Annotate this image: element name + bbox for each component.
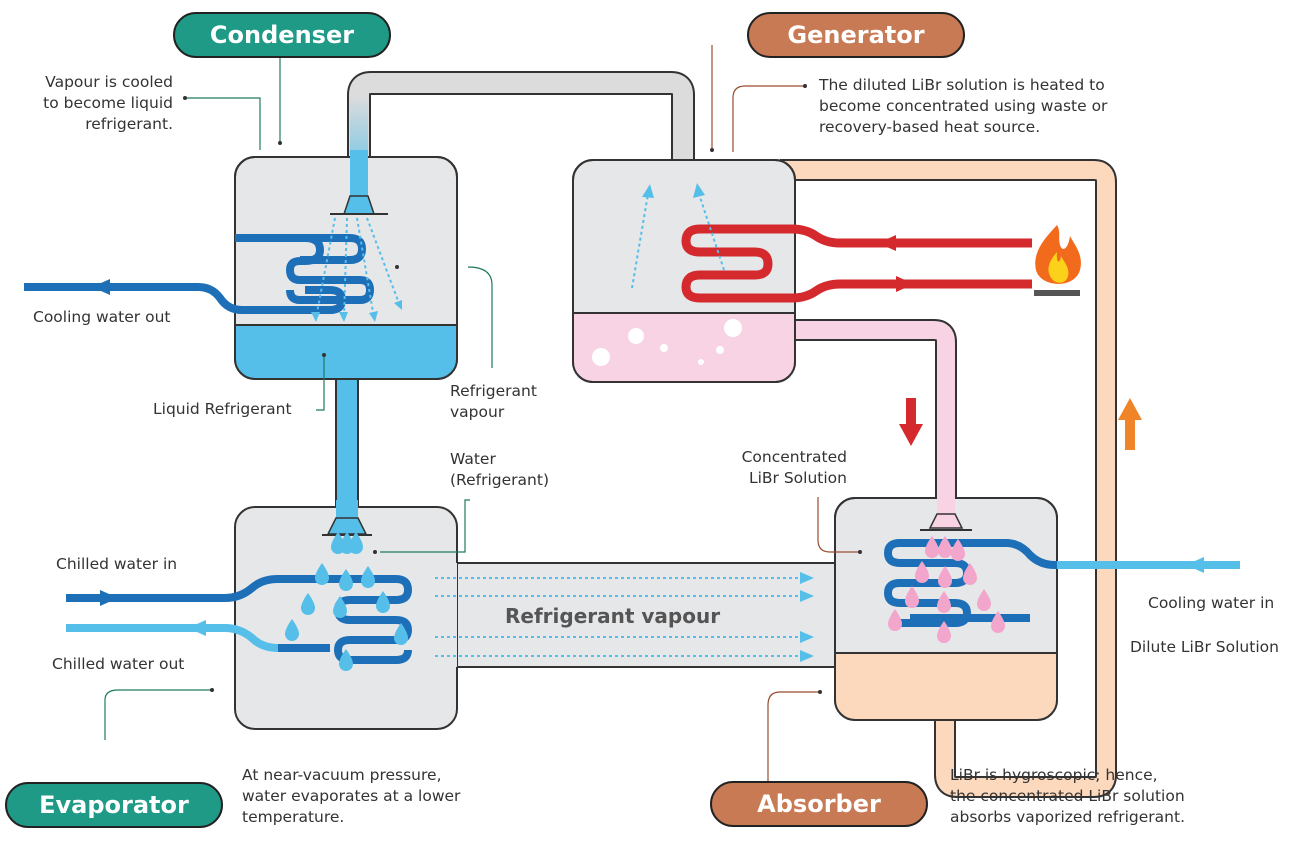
water-refrigerant-label: Water (Refrigerant) (450, 450, 549, 489)
up-arrow-icon (1118, 398, 1142, 450)
generator-title: Generator (747, 12, 965, 58)
generator-vessel (572, 159, 1032, 383)
evaporator-vessel (66, 500, 458, 730)
evaporator-title: Evaporator (5, 782, 223, 828)
absorber-note: LiBr is hygroscopic; hence, the concentr… (950, 766, 1185, 826)
cooling-water-in-label: Cooling water in (1148, 594, 1275, 612)
absorber-vessel (834, 492, 1240, 721)
chilled-water-out-label: Chilled water out (52, 655, 185, 673)
chilled-water-in-label: Chilled water in (56, 555, 178, 573)
condenser-title: Condenser (173, 12, 391, 58)
evaporator-note: At near-vacuum pressure, water evaporate… (242, 766, 461, 826)
dilute-libr-label: Dilute LiBr Solution (1130, 638, 1279, 656)
vapour-flow-arrows (435, 577, 800, 657)
condenser-note: Vapour is cooled to become liquid refrig… (43, 73, 173, 133)
refrigerant-vapour-label: Refrigerant vapour (450, 382, 537, 421)
absorber-title: Absorber (710, 781, 928, 827)
down-arrow-icon (899, 398, 923, 446)
condenser-vessel (24, 150, 458, 380)
cooling-water-out-label: Cooling water out (33, 308, 171, 326)
flame-icon (1034, 225, 1081, 296)
concentrated-libr-label: Concentrated LiBr Solution (741, 448, 847, 487)
refrigerant-vapour-big-label: Refrigerant vapour (505, 604, 721, 628)
generator-note: The diluted LiBr solution is heated to b… (819, 76, 1108, 136)
liquid-refrigerant-pipe (335, 374, 359, 516)
vapour-channel (455, 562, 840, 668)
liquid-refrigerant-label: Liquid Refrigerant (153, 400, 292, 418)
